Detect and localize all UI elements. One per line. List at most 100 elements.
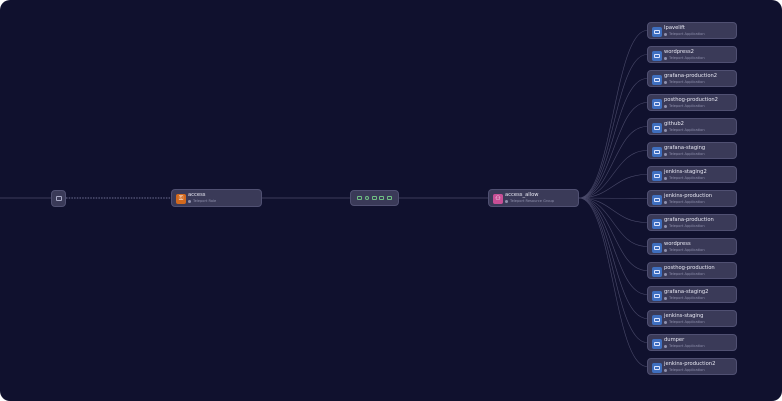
application-kind-dot — [664, 273, 667, 276]
edge-access-list-to-application — [578, 197, 648, 367]
role-type-dot — [188, 200, 191, 203]
edge-access-list-to-application — [578, 150, 648, 199]
application-glyph — [654, 366, 660, 370]
edge-access-list-to-application — [578, 197, 648, 271]
application-kind-dot — [664, 177, 667, 180]
role-subtitle-text: Teleport Role — [193, 199, 217, 203]
application-glyph — [654, 222, 660, 226]
application-name: jenkins-production — [664, 193, 713, 199]
application-name: grafana-staging — [664, 145, 706, 151]
edge-access-list-to-application — [578, 197, 648, 223]
access-list-type-dot — [505, 200, 508, 203]
application-name: jenkins-staging2 — [664, 169, 707, 175]
application-icon — [652, 27, 662, 37]
desktop-icon — [371, 196, 377, 200]
application-kind-dot — [664, 153, 667, 156]
application-name: Ipavelift — [664, 25, 685, 31]
edge-access-list-to-application — [578, 197, 648, 247]
application-name: dumper — [664, 337, 685, 343]
application-kind-text: Teleport Application — [669, 32, 705, 36]
application-kind-text: Teleport Application — [669, 80, 705, 84]
application-name: wordpress2 — [664, 49, 694, 55]
application-icon — [652, 267, 662, 277]
application-name: grafana-production — [664, 217, 714, 223]
edge-access-list-to-application — [578, 197, 648, 343]
application-icon — [652, 291, 662, 301]
server-icon — [357, 196, 363, 200]
application-kind-text: Teleport Application — [669, 320, 705, 324]
edge-access-list-to-application — [578, 78, 648, 199]
application-icon — [652, 123, 662, 133]
access-list-subtitle-text: Teleport Resource Group — [510, 199, 555, 203]
role-title: access — [188, 192, 206, 198]
application-icon — [652, 51, 662, 61]
application-kind-text: Teleport Application — [669, 176, 705, 180]
application-icon — [652, 75, 662, 85]
application-kind: Teleport Application — [664, 80, 705, 85]
edge-access-list-to-application — [578, 126, 648, 199]
application-kind: Teleport Application — [664, 296, 705, 301]
edge-access-list-to-application — [578, 30, 648, 199]
application-kind-text: Teleport Application — [669, 272, 705, 276]
access-list-node[interactable]: ⚇ access_allow Teleport Resource Group — [488, 189, 579, 207]
edge-access-list-to-application — [578, 197, 648, 295]
user-node[interactable] — [51, 190, 66, 207]
application-kind-text: Teleport Application — [669, 200, 705, 204]
application-kind-dot — [664, 225, 667, 228]
application-glyph — [654, 246, 660, 250]
application-icon — [652, 147, 662, 157]
application-glyph — [654, 198, 660, 202]
application-kind-dot — [664, 57, 667, 60]
application-glyph — [654, 270, 660, 274]
application-kind: Teleport Application — [664, 152, 705, 157]
role-node[interactable]: ⚿ access Teleport Role — [171, 189, 262, 207]
application-kind: Teleport Application — [664, 128, 705, 133]
application-kind: Teleport Application — [664, 344, 705, 349]
application-glyph — [654, 294, 660, 298]
edge-access-list-to-application — [578, 174, 648, 199]
application-icon — [652, 315, 662, 325]
user-icon — [55, 196, 62, 201]
application-kind: Teleport Application — [664, 32, 705, 37]
application-kind-text: Teleport Application — [669, 344, 705, 348]
application-kind: Teleport Application — [664, 56, 705, 61]
application-kind-text: Teleport Application — [669, 248, 705, 252]
app-icon — [386, 196, 392, 200]
application-glyph — [654, 150, 660, 154]
application-icon — [652, 195, 662, 205]
application-glyph — [654, 126, 660, 130]
resource-kinds-node[interactable] — [350, 190, 399, 206]
application-kind: Teleport Application — [664, 104, 705, 109]
application-name: grafana-staging2 — [664, 289, 709, 295]
application-name: wordpress — [664, 241, 691, 247]
application-icon — [652, 99, 662, 109]
edge-access-list-to-application — [578, 197, 648, 319]
application-kind: Teleport Application — [664, 368, 705, 373]
application-kind: Teleport Application — [664, 272, 705, 277]
application-kind: Teleport Application — [664, 200, 705, 205]
application-kind-dot — [664, 297, 667, 300]
application-kind-text: Teleport Application — [669, 104, 705, 108]
application-kind-dot — [664, 201, 667, 204]
application-kind-dot — [664, 129, 667, 132]
application-name: jenkins-staging — [664, 313, 704, 319]
access-list-icon: ⚇ — [493, 194, 503, 204]
application-name: jenkins-production2 — [664, 361, 716, 367]
